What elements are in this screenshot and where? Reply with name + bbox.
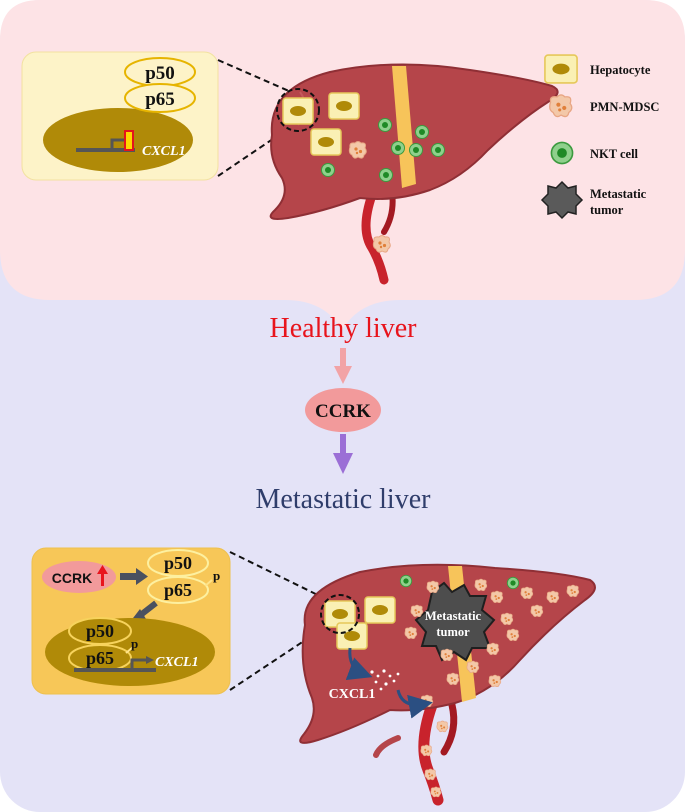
zoom-circle: [276, 88, 320, 132]
cxcl1-dots: [370, 669, 400, 691]
cxcl1-gene-label: CXCL1: [155, 655, 199, 670]
legend-label: Metastatic: [590, 187, 647, 201]
pmn-mdsc: [466, 660, 480, 674]
right-arrow-icon: [120, 568, 148, 585]
metastatic-liver-label: Metastatic liver: [256, 484, 432, 515]
hepatocyte: [328, 92, 360, 120]
pmn-mdsc: [430, 786, 442, 798]
up-arrow-icon: [97, 565, 108, 586]
pmn-mdsc-icon: [549, 94, 573, 118]
legend-label: Hepatocyte: [590, 63, 651, 77]
legend-label-line2: tumor: [590, 203, 624, 217]
pmn-mdsc: [500, 612, 514, 626]
nkt-cell: [409, 143, 423, 157]
pmn-mdsc: [488, 674, 502, 688]
healthy-liver-label: Healthy liver: [270, 313, 418, 344]
hepatocyte: [282, 97, 314, 125]
top-inset: p50 p65 CXCL1: [21, 51, 219, 181]
p65-label: p65: [145, 89, 175, 110]
promoter-arrowhead: [146, 656, 154, 664]
zoom-line: [229, 551, 329, 601]
zoom-line: [217, 59, 299, 96]
hepatocyte: [310, 128, 342, 156]
tumor-label-line2: tumor: [436, 625, 470, 639]
pmn-mdsc: [530, 604, 544, 618]
p65-oval: [124, 83, 196, 113]
phospho-link: [125, 646, 134, 654]
pmn-mdsc: [348, 141, 367, 159]
cxcl1-secreted-label: CXCL1: [329, 687, 376, 702]
pmn-mdsc: [546, 590, 560, 604]
pmn-mdsc: [506, 628, 520, 642]
nkt-cell: [399, 574, 413, 588]
zoom-circle: [320, 594, 360, 634]
p50-label: p50: [145, 63, 175, 84]
legend: Hepatocyte PMN-MDSC NKT cell Metastatic …: [540, 54, 659, 220]
nkt-cell: [391, 141, 405, 155]
pmn-mdsc: [446, 672, 460, 686]
tumor-label-line1: Metastatic: [425, 609, 482, 623]
cxcl1-gene-label: CXCL1: [142, 144, 186, 159]
pmn-mdsc: [424, 768, 437, 781]
p65-cyto-oval: [147, 576, 209, 604]
legend-label: PMN-MDSC: [590, 100, 659, 114]
p65-nuc-label: p65: [86, 648, 114, 668]
p65-cyto-label: p65: [164, 580, 192, 600]
metastatic-tumor: [414, 581, 496, 662]
phospho-nuc-label: p: [131, 636, 138, 651]
promoter-box: [124, 130, 134, 151]
purple-down-arrow: [333, 434, 353, 474]
nkt-cell: [431, 143, 445, 157]
promoter-bend: [130, 658, 148, 670]
metastatic-tumor-icon: [540, 180, 584, 220]
pmn-mdsc: [520, 586, 534, 600]
p50-nuc-label: p50: [86, 621, 114, 641]
secretion-arrow: [345, 647, 373, 680]
ccrk-inset-ellipse: [42, 561, 116, 593]
pmn-mdsc: [566, 584, 580, 598]
ccrk-inset-label: CCRK: [52, 570, 92, 586]
pmn-mdsc: [486, 642, 500, 656]
promoter-bend: [110, 138, 126, 150]
legend-label: NKT cell: [590, 147, 639, 161]
hepatocyte-icon: [544, 54, 578, 84]
nkt-cell: [378, 118, 392, 132]
pmn-mdsc: [410, 604, 424, 618]
hepatocyte: [364, 596, 396, 624]
pmn-mdsc: [490, 590, 504, 604]
metastatic-liver: Metastatic tumor: [299, 563, 596, 806]
ccrk-ellipse: [305, 388, 381, 432]
pmn-mdsc: [420, 744, 433, 757]
ccrk-label: CCRK: [315, 401, 371, 422]
recruitment-arrow: [396, 689, 433, 719]
pmn-mdsc: [404, 626, 418, 640]
phospho-cyto-label: p: [213, 568, 220, 583]
nkt-cell: [379, 168, 393, 182]
pmn-mdsc: [436, 720, 449, 733]
p50-cyto-label: p50: [164, 553, 192, 573]
bottom-inset: CCRK p50 p65 p p50 p65 p CXCL1: [31, 547, 231, 695]
pmn-mdsc: [440, 648, 454, 662]
pmn-mdsc: [474, 578, 488, 592]
nkt-cell: [415, 125, 429, 139]
nkt-cell-icon: [550, 141, 574, 165]
pmn-mdsc: [426, 580, 440, 594]
nkt-cell: [506, 576, 520, 590]
phospho-link: [204, 579, 213, 587]
healthy-liver: [269, 63, 559, 285]
nkt-cell: [321, 163, 335, 177]
pink-down-arrow: [334, 348, 352, 384]
pmn-mdsc: [372, 235, 391, 253]
hepatocyte: [336, 622, 368, 650]
